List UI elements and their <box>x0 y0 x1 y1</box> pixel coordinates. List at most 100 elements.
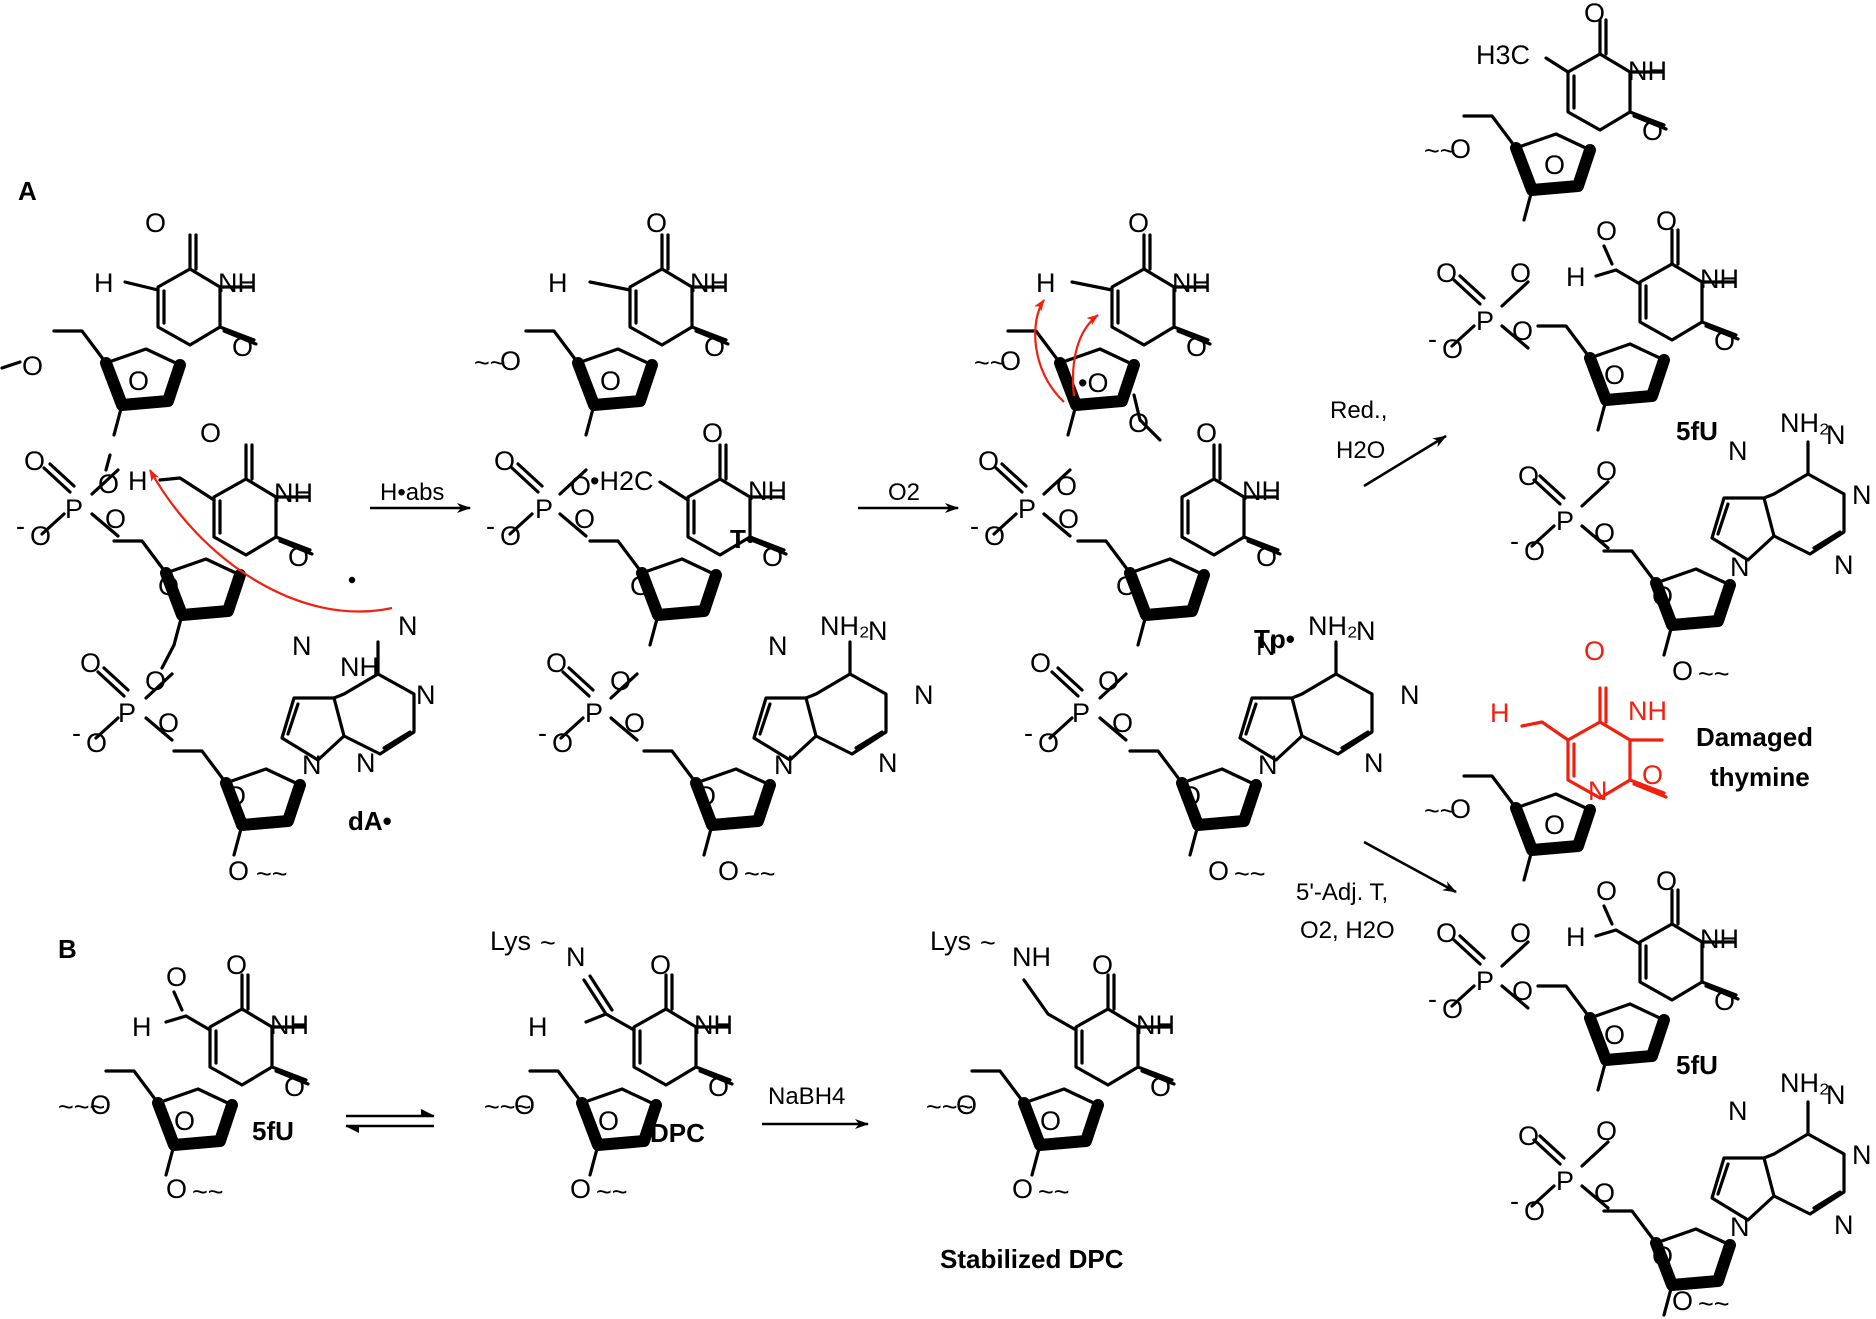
svg-text:O: O <box>1544 150 1565 180</box>
svg-text:O: O <box>574 504 595 534</box>
svg-text:O: O <box>978 446 999 476</box>
svg-text:O: O <box>1000 346 1021 376</box>
svg-text:N: N <box>1728 1096 1748 1126</box>
structure-dA-radical: O NH O H O O O P O O O - O NH O H O O P … <box>0 208 436 889</box>
svg-text:N: N <box>914 680 934 710</box>
svg-text:N: N <box>878 748 898 778</box>
structure-product-5fU-top: O NH O H3C O O ~~ O P O O O - O NH O H O… <box>1424 0 1872 689</box>
svg-text:P: P <box>535 494 553 524</box>
svg-text:O: O <box>1510 258 1531 288</box>
svg-text:O: O <box>1596 456 1617 486</box>
svg-text:N: N <box>1400 680 1420 710</box>
svg-text:O: O <box>232 332 253 362</box>
svg-text:-: - <box>486 511 495 541</box>
label-damaged-line2: thymine <box>1710 762 1810 792</box>
structure-b-5fU: O NH O H O O O ~~~ O ~~ <box>58 950 310 1207</box>
svg-text:O: O <box>702 418 723 448</box>
svg-text:O: O <box>1256 542 1277 572</box>
svg-text:O: O <box>500 521 521 551</box>
svg-text:O: O <box>1584 0 1605 28</box>
svg-text:N: N <box>868 616 888 646</box>
svg-text:N: N <box>1826 1080 1846 1110</box>
structure-product-damaged-thymine: O NH O H N O O ~~ O P O O O - O NH O H O… <box>1424 636 1872 1319</box>
svg-text:-: - <box>1510 1186 1519 1216</box>
svg-text:O: O <box>24 446 45 476</box>
label-5fU-bottom: 5fU <box>1676 1050 1718 1080</box>
svg-text:NH: NH <box>1628 696 1667 726</box>
svg-text:H: H <box>94 268 114 298</box>
svg-text:O: O <box>695 781 716 811</box>
svg-text:N: N <box>1834 1210 1854 1240</box>
svg-text:H: H <box>132 1012 152 1042</box>
svg-text:~~: ~~ <box>1234 859 1266 889</box>
svg-text:O: O <box>1450 134 1471 164</box>
panel-a-label: A <box>18 176 37 206</box>
svg-text:NH: NH <box>270 1010 309 1040</box>
svg-text:NH: NH <box>1242 476 1281 506</box>
svg-text:O: O <box>1584 636 1605 666</box>
svg-text:NH₂: NH₂ <box>1780 1068 1829 1098</box>
svg-text:~~: ~~ <box>256 859 288 889</box>
svg-text:O: O <box>1442 334 1463 364</box>
svg-text:O: O <box>30 521 51 551</box>
label-dpc: DPC <box>650 1118 705 1148</box>
svg-text:O: O <box>1058 504 1079 534</box>
svg-text:NH₂: NH₂ <box>820 611 869 641</box>
svg-text:O: O <box>1038 728 1059 758</box>
svg-text:-: - <box>1428 984 1437 1014</box>
svg-text:P: P <box>1476 306 1494 336</box>
svg-text:O: O <box>22 351 43 381</box>
svg-text:O: O <box>1594 518 1615 548</box>
svg-text:•H2C: •H2C <box>590 466 653 496</box>
svg-text:O: O <box>174 1106 195 1136</box>
svg-text:O: O <box>200 418 221 448</box>
svg-text:P: P <box>1072 698 1090 728</box>
svg-text:O: O <box>1672 1286 1693 1316</box>
svg-text:N: N <box>1852 480 1872 510</box>
svg-text:-: - <box>1428 324 1437 354</box>
structure-T-radical: O NH O H O O ~~ O P O O O - O NH O •H2C … <box>474 208 934 889</box>
svg-text:O: O <box>105 504 126 534</box>
svg-text:N: N <box>1730 552 1750 582</box>
svg-text:O: O <box>288 542 309 572</box>
svg-text:~~: ~~ <box>474 348 506 378</box>
svg-text:-: - <box>1024 718 1033 748</box>
svg-text:O: O <box>494 446 515 476</box>
svg-text:O: O <box>98 469 119 499</box>
svg-text:~~: ~~ <box>1424 796 1456 826</box>
svg-text:N: N <box>398 611 418 641</box>
cond-o2: O2 <box>888 479 920 506</box>
svg-text:O: O <box>1012 1174 1033 1204</box>
svg-text:-: - <box>72 718 81 748</box>
cond-nabh4: NaBH4 <box>768 1083 845 1110</box>
svg-text:~~: ~~ <box>1038 1177 1070 1207</box>
svg-text:O: O <box>1510 918 1531 948</box>
svg-text:O: O <box>1652 581 1673 611</box>
svg-text:N: N <box>1588 776 1608 806</box>
svg-text:NH: NH <box>340 652 379 682</box>
svg-text:O: O <box>1544 810 1565 840</box>
svg-text:~~: ~~ <box>974 348 1006 378</box>
svg-text:O: O <box>158 708 179 738</box>
svg-text:O: O <box>80 648 101 678</box>
cond-adj-line1: 5'-Adj. T, <box>1296 879 1388 906</box>
svg-text:NH: NH <box>1700 924 1739 954</box>
label-dA-radical: dA• <box>348 806 392 836</box>
svg-text:NH: NH <box>1172 268 1211 298</box>
svg-text:H: H <box>1566 922 1586 952</box>
svg-text:P: P <box>1556 506 1574 536</box>
svg-text:O: O <box>145 666 166 696</box>
svg-text:O: O <box>166 1174 187 1204</box>
svg-text:N: N <box>774 750 794 780</box>
svg-text:O: O <box>1596 876 1617 906</box>
svg-text:H: H <box>548 268 568 298</box>
svg-text:O: O <box>1128 408 1149 438</box>
svg-text:P: P <box>1556 1166 1574 1196</box>
svg-text:O: O <box>500 346 521 376</box>
svg-text:O: O <box>1656 206 1677 236</box>
svg-text:O: O <box>226 950 247 980</box>
svg-text:NH: NH <box>1012 942 1051 972</box>
svg-text:O: O <box>1128 208 1149 238</box>
svg-text:O: O <box>1040 1106 1061 1136</box>
